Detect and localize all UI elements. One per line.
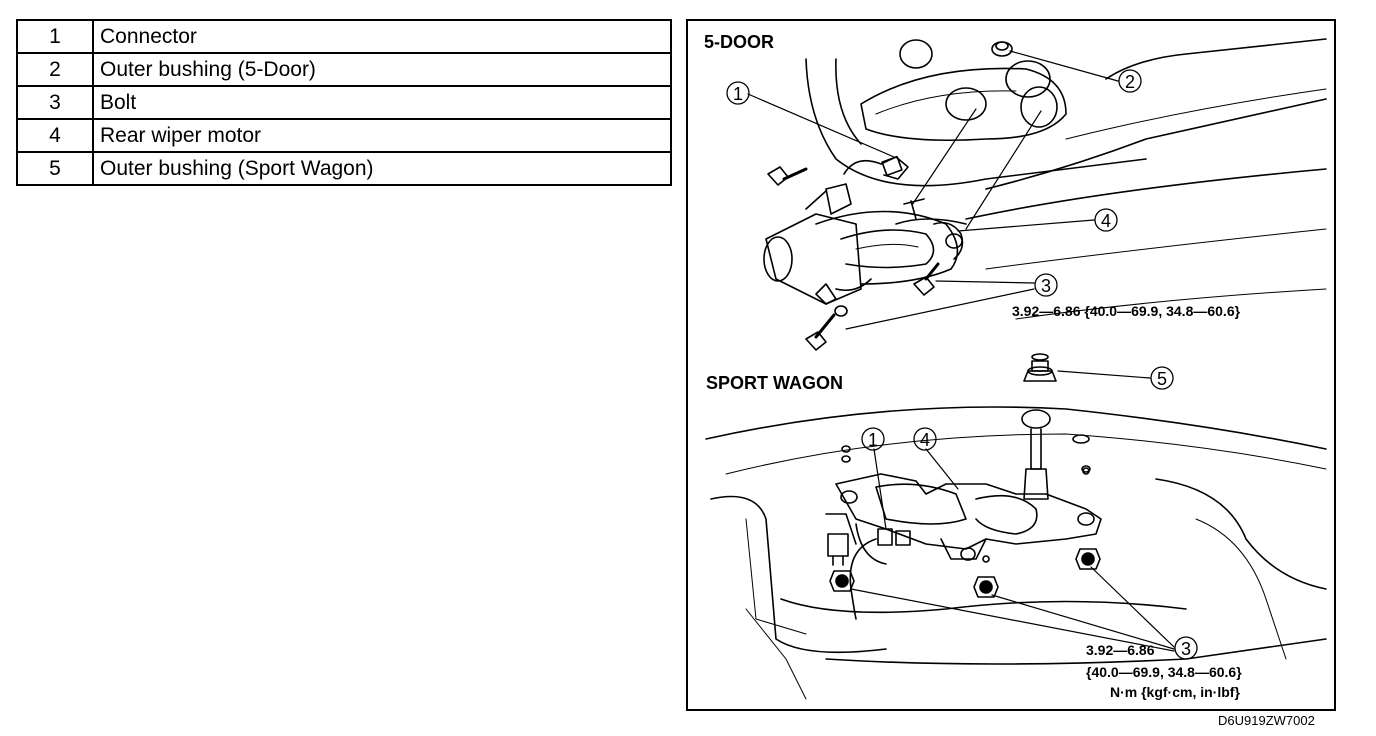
callout-3-sport-wagon: 3 — [1181, 639, 1191, 659]
part-name: Outer bushing (Sport Wagon) — [92, 151, 672, 186]
five-door-torque-spec: 3.92—6.86 {40.0—69.9, 34.8—60.6} — [1012, 303, 1241, 319]
part-number: 5 — [16, 151, 94, 186]
parts-table: 1 Connector 2 Outer bushing (5-Door) 3 B… — [16, 19, 672, 186]
wiper-motor-diagram: 1 2 4 3 5 1 4 3 5-DOOR 3.92—6.86 {40.0—6… — [704, 32, 1327, 700]
five-door-illustration — [747, 38, 1327, 351]
part-name: Connector — [92, 19, 672, 54]
part-number: 1 — [16, 19, 94, 54]
callout-1-five-door: 1 — [733, 84, 743, 104]
part-number: 2 — [16, 52, 94, 87]
sport-wagon-torque-spec-detail: {40.0—69.9, 34.8—60.6} — [1086, 664, 1242, 680]
sport-wagon-torque-spec: 3.92—6.86 — [1086, 642, 1155, 658]
callout-numbers: 1 2 4 3 5 1 4 3 — [733, 72, 1191, 659]
torque-units: N·m {kgf·cm, in·lbf} — [1110, 684, 1240, 700]
part-name: Bolt — [92, 85, 672, 120]
part-number: 4 — [16, 118, 94, 153]
sport-wagon-title: SPORT WAGON — [706, 373, 843, 393]
table-row: 5 Outer bushing (Sport Wagon) — [16, 151, 672, 186]
callout-2: 2 — [1125, 72, 1135, 92]
part-number: 3 — [16, 85, 94, 120]
sport-wagon-illustration — [705, 353, 1327, 700]
table-row: 4 Rear wiper motor — [16, 118, 672, 153]
part-name: Outer bushing (5-Door) — [92, 52, 672, 87]
table-row: 3 Bolt — [16, 85, 672, 120]
callout-circles — [726, 69, 1198, 660]
table-row: 2 Outer bushing (5-Door) — [16, 52, 672, 87]
callout-3-five-door: 3 — [1041, 276, 1051, 296]
callout-5: 5 — [1157, 369, 1167, 389]
callout-1-sport-wagon: 1 — [868, 430, 878, 450]
table-row: 1 Connector — [16, 19, 672, 54]
figure-code: D6U919ZW7002 — [1218, 713, 1315, 728]
callout-4-sport-wagon: 4 — [920, 430, 930, 450]
callout-4-five-door: 4 — [1101, 211, 1111, 231]
five-door-title: 5-DOOR — [704, 32, 774, 52]
part-name: Rear wiper motor — [92, 118, 672, 153]
diagram-frame — [686, 19, 1336, 711]
